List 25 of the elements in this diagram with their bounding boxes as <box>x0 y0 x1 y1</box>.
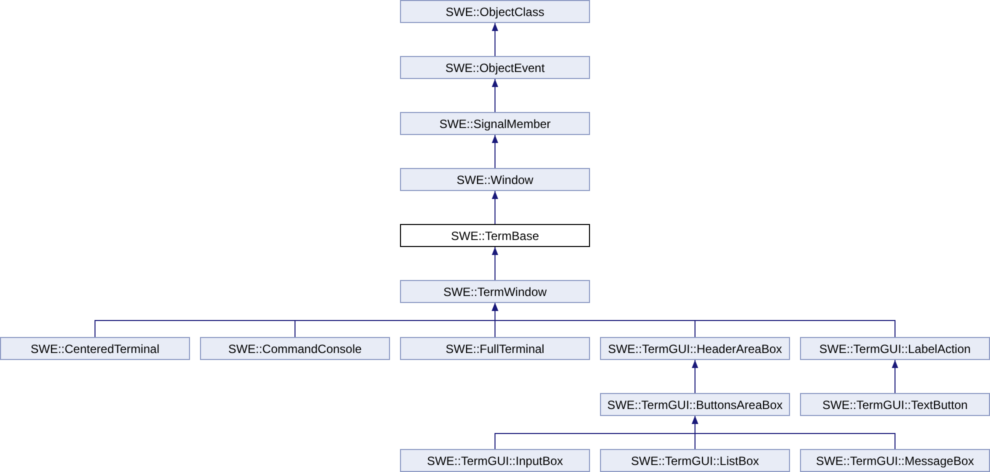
class-box: SWE::TermBase <box>400 224 590 247</box>
inheritance-arrow <box>692 416 896 450</box>
inheritance-arrow <box>492 302 896 338</box>
class-box: SWE::CenteredTerminal <box>0 337 190 360</box>
inheritance-arrow <box>492 246 498 280</box>
inheritance-arrow <box>692 360 698 394</box>
inheritance-arrow <box>892 360 898 394</box>
class-box: SWE::ObjectClass <box>400 0 590 23</box>
inheritance-arrow <box>492 190 498 224</box>
class-box: SWE::CommandConsole <box>200 337 390 360</box>
class-box: SWE::TermGUI::TextButton <box>800 393 990 416</box>
class-box: SWE::ObjectEvent <box>400 56 590 79</box>
class-box: SWE::TermGUI::LabelAction <box>800 337 990 360</box>
class-box: SWE::TermGUI::ButtonsAreaBox <box>600 393 790 416</box>
inheritance-arrow <box>492 22 498 56</box>
class-box: SWE::TermWindow <box>400 280 590 303</box>
class-box: SWE::SignalMember <box>400 112 590 135</box>
class-box: SWE::Window <box>400 168 590 191</box>
inheritance-arrow <box>492 78 498 112</box>
inheritance-arrow <box>492 134 498 168</box>
class-box: SWE::TermGUI::MessageBox <box>800 449 990 472</box>
class-box: SWE::TermGUI::HeaderAreaBox <box>600 337 790 360</box>
class-box: SWE::TermGUI::InputBox <box>400 449 590 472</box>
class-box: SWE::FullTerminal <box>400 337 590 360</box>
class-box: SWE::TermGUI::ListBox <box>600 449 790 472</box>
